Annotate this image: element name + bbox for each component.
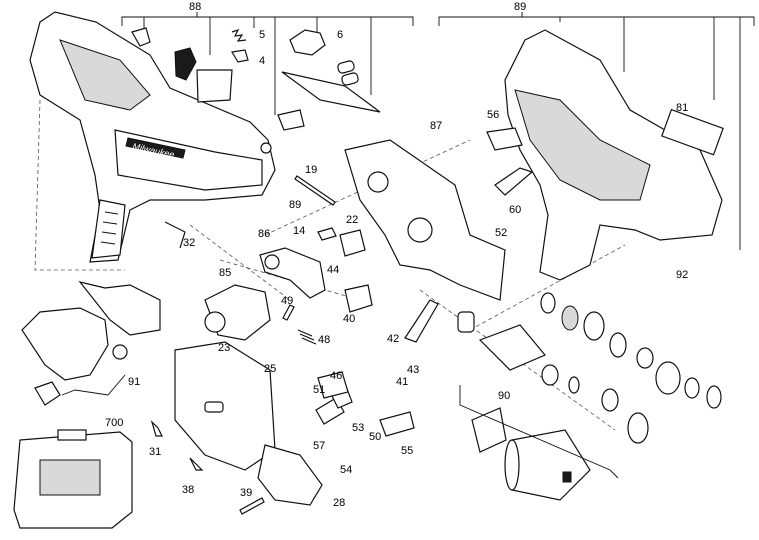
callout-52: 52 [495,227,508,239]
callout-50: 50 [369,431,382,443]
callout-89-top: 89 [514,1,527,13]
callout-40: 40 [343,313,356,325]
callout-87: 87 [430,120,443,132]
callout-81: 81 [676,102,689,114]
part-14 [317,227,337,241]
callout-31: 31 [149,446,162,458]
part-49 [282,304,295,321]
part-43 [404,299,439,343]
callout-39: 39 [240,487,253,499]
callout-55: 55 [401,445,414,457]
callout-5: 5 [259,29,266,41]
part-31-screw [150,419,163,437]
callout-86: 86 [258,228,271,240]
callout-28: 28 [333,497,346,509]
part-60 [494,167,534,196]
part-91-screw [34,381,61,406]
gear-train [457,292,722,444]
callout-4: 4 [259,55,266,67]
callout-23: 23 [218,342,231,354]
callout-41: 41 [396,376,409,388]
callout-32: 32 [183,237,196,249]
part-39-screw [239,497,265,515]
callout-43: 43 [407,364,420,376]
part-91-jaw-right [78,281,161,336]
callout-88: 88 [189,1,202,13]
callout-90: 90 [498,390,511,402]
callout-700: 700 [105,417,124,429]
callout-51: 51 [313,384,326,396]
left-housing: Milwaukee [29,11,276,263]
callout-48: 48 [318,334,331,346]
part-48-spring [297,329,317,345]
part-91-jaw-left [21,307,109,381]
motor-assembly [471,407,591,501]
part-switch [196,69,233,103]
part-trigger [174,47,197,81]
group-bracket-88 [121,12,414,115]
callout-92: 92 [676,269,689,281]
callout-19: 19 [305,164,318,176]
callout-91: 91 [128,376,141,388]
part-32-wrench [164,221,186,249]
part-28-block [257,444,323,506]
part-40 [344,284,373,313]
callout-42: 42 [387,333,400,345]
part-label-plate [281,71,381,113]
callout-54: 54 [340,464,353,476]
callout-46: 46 [330,370,343,382]
callout-85: 85 [219,267,232,279]
callout-56: 56 [487,109,500,121]
part-clip [131,27,151,47]
callout-89-side: 89 [289,199,302,211]
callout-49: 49 [281,295,294,307]
group-bracket-89 [438,12,755,250]
right-housing [504,29,724,281]
callout-25: 25 [264,363,277,375]
callout-14: 14 [293,225,306,237]
callout-22: 22 [346,214,359,226]
callout-44: 44 [327,264,340,276]
part-6 [289,29,326,56]
callout-6: 6 [337,29,344,41]
part-38-screw [189,457,204,471]
part-19-pin [294,175,336,206]
part-5-spring [231,28,247,42]
part-55-pin [379,411,415,437]
part-22 [339,229,366,257]
part-lower-housing [174,341,276,471]
callout-57: 57 [313,440,326,452]
part-4-latch [231,49,249,63]
part-56 [486,127,523,151]
callout-53: 53 [352,422,365,434]
part-guide [277,109,305,131]
callout-60: 60 [509,204,522,216]
part-46 [317,371,349,399]
callout-38: 38 [182,484,195,496]
